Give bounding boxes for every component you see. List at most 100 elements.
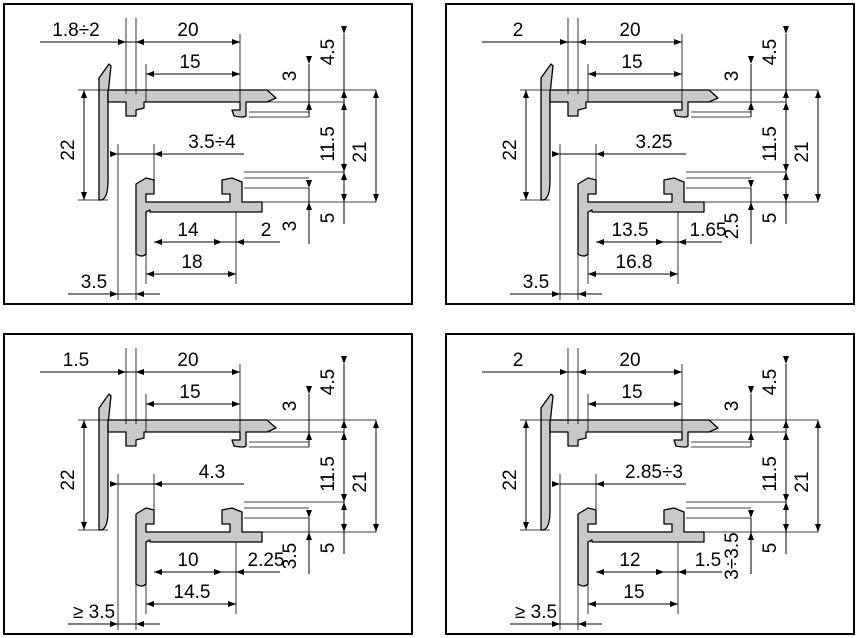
dim-gap: 2.85÷3 — [625, 462, 683, 483]
dim-top-width: 1.8÷2 — [52, 20, 99, 41]
dim-lower-small: 3.5 — [280, 543, 301, 569]
arrowhead — [523, 420, 529, 428]
arrowhead — [232, 369, 240, 375]
arrowhead — [783, 26, 789, 34]
arrowhead — [523, 522, 529, 530]
dim-top-width: 1.5 — [63, 350, 89, 371]
dim-top-span: 20 — [619, 350, 640, 371]
arrowhead — [783, 164, 789, 172]
arrowhead — [815, 524, 821, 532]
arrowhead — [674, 401, 682, 407]
arrowhead — [110, 151, 118, 157]
dim-lower-span-a: 13.5 — [612, 220, 649, 241]
dim-lower-span-b: 1.5 — [695, 550, 721, 571]
arrowhead — [656, 569, 664, 575]
dim-lower-span-b: 1.65 — [690, 220, 727, 241]
dim-bottom-left: ≥ 3.5 — [515, 602, 557, 623]
top-rail-profile — [549, 89, 719, 118]
arrowhead — [232, 401, 240, 407]
arrowhead — [748, 386, 754, 394]
dim-lower-span-b: 2 — [261, 220, 272, 241]
arrowhead — [552, 151, 560, 157]
dim-height-right: 21 — [792, 471, 813, 492]
dim-top-span: 20 — [177, 20, 198, 41]
dim-mid-height: 11.5 — [318, 126, 339, 162]
arrowhead — [596, 569, 604, 575]
arrowhead — [136, 39, 144, 45]
dim-bottom-right: 5 — [318, 213, 339, 224]
arrowhead — [588, 71, 596, 77]
dim-right-top: 4.5 — [318, 39, 339, 65]
dim-height-left: 22 — [58, 139, 79, 160]
dim-top-width: 2 — [513, 20, 524, 41]
arrowhead — [748, 180, 754, 188]
arrowhead — [228, 271, 236, 277]
dim-right-small: 3 — [722, 71, 743, 82]
dim-height-left: 22 — [58, 469, 79, 490]
arrowhead — [588, 271, 596, 277]
arrowhead — [783, 432, 789, 440]
arrowhead — [306, 56, 312, 64]
dim-gap: 4.3 — [199, 462, 225, 483]
dim-inner-span: 15 — [179, 382, 200, 403]
dim-right-small: 3 — [280, 71, 301, 82]
arrowhead — [341, 164, 347, 172]
arrowhead — [596, 239, 604, 245]
arrowhead — [748, 56, 754, 64]
arrowhead — [670, 271, 678, 277]
lower-rail-profile — [135, 507, 263, 587]
arrowhead — [228, 601, 236, 607]
arrowhead — [783, 494, 789, 502]
arrowhead — [146, 71, 154, 77]
dim-mid-height: 11.5 — [760, 456, 781, 492]
arrowhead — [578, 39, 586, 45]
top-rail-profile — [107, 419, 277, 448]
arrowhead — [523, 192, 529, 200]
arrowhead — [783, 172, 789, 180]
arrowhead — [341, 172, 347, 180]
dim-height-left: 22 — [500, 469, 521, 490]
arrowhead — [783, 356, 789, 364]
dim-bottom-left: ≥ 3.5 — [73, 602, 115, 623]
dim-lower-span-a: 14 — [177, 220, 199, 241]
dim-top-span: 20 — [619, 20, 640, 41]
dim-bottom-left: 3.5 — [523, 272, 549, 293]
dim-mid-height: 11.5 — [760, 126, 781, 162]
arrowhead — [146, 401, 154, 407]
dim-height-right: 21 — [350, 471, 371, 492]
top-rail-profile — [107, 89, 277, 118]
arrowhead — [523, 90, 529, 98]
arrowhead — [588, 401, 596, 407]
dim-bottom-span: 18 — [181, 252, 202, 273]
dim-right-top: 4.5 — [760, 369, 781, 395]
dim-bottom-span: 15 — [623, 582, 644, 603]
dim-inner-span: 15 — [179, 52, 200, 73]
arrowhead — [146, 271, 154, 277]
top-rail-profile — [549, 419, 719, 448]
dim-right-top: 4.5 — [318, 369, 339, 395]
arrowhead — [341, 432, 347, 440]
arrowhead — [588, 601, 596, 607]
arrowhead — [306, 510, 312, 518]
dim-height-right: 21 — [792, 141, 813, 162]
arrowhead — [748, 510, 754, 518]
arrowhead — [341, 356, 347, 364]
arrowhead — [306, 386, 312, 394]
dim-bottom-left: 3.5 — [81, 272, 107, 293]
dim-height-right: 21 — [350, 141, 371, 162]
arrowhead — [214, 239, 222, 245]
arrowhead — [136, 369, 144, 375]
arrowhead — [815, 90, 821, 98]
dim-bottom-right: 5 — [760, 543, 781, 554]
arrowhead — [373, 420, 379, 428]
arrowhead — [656, 239, 664, 245]
lower-rail-profile — [577, 177, 705, 257]
arrowhead — [81, 90, 87, 98]
dim-lower-span-a: 12 — [619, 550, 640, 571]
lower-rail-profile — [135, 177, 263, 257]
arrowhead — [154, 569, 162, 575]
arrowhead — [578, 369, 586, 375]
arrowhead — [341, 502, 347, 510]
